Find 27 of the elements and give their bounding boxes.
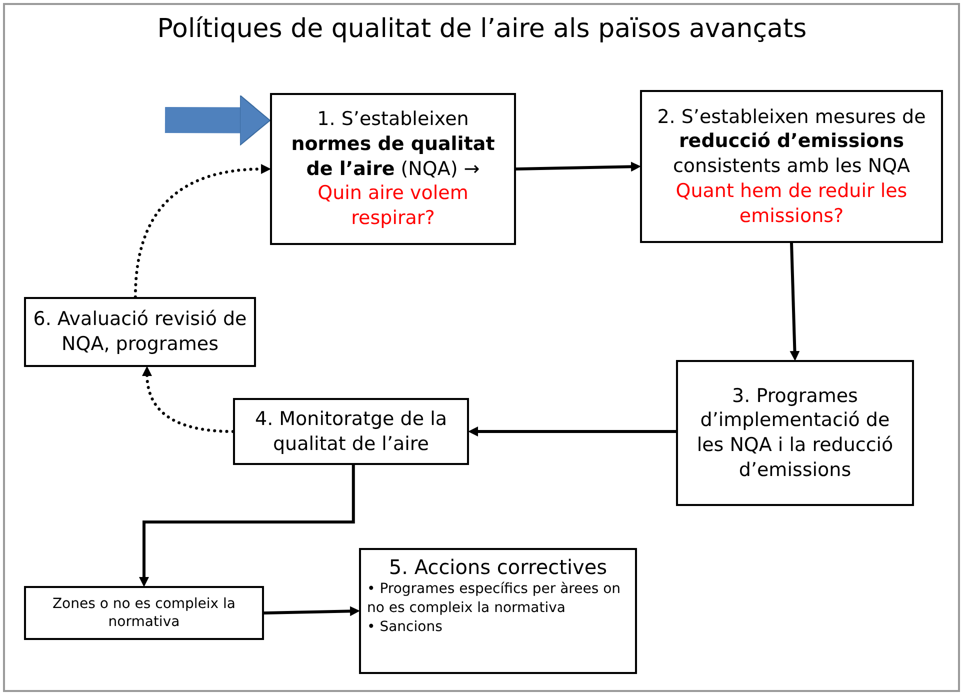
box-heading: 3. Programes d’implementació de les NQA i la reducció d’emissions xyxy=(696,384,894,482)
process-box xyxy=(640,90,943,243)
box-heading: 5. Accions correctives xyxy=(388,554,608,580)
process-box xyxy=(270,93,516,245)
process-box xyxy=(24,297,256,367)
box-heading: 2. S’estableixen mesures de reducció d’emissions consistents amb les NQA xyxy=(656,104,927,179)
arrow xyxy=(468,426,676,436)
bullet-item: • Programes específics per àrees on no es compleix la normativa xyxy=(367,580,622,618)
bullet-item: • Sancions xyxy=(367,618,444,637)
arrow xyxy=(142,366,234,433)
question-text: Quant hem de reduir les emissions? xyxy=(674,178,908,228)
box-heading: 6. Avaluació revisió de NQA, programes xyxy=(32,307,248,357)
process-box xyxy=(676,360,914,506)
block-arrow xyxy=(164,94,270,146)
arrow xyxy=(264,606,360,616)
question-text: Quin aire volem respirar? xyxy=(316,181,470,231)
box-heading: 4. Monitoratge de la qualitat de l’aire xyxy=(254,406,448,456)
process-box xyxy=(233,398,469,465)
arrow xyxy=(134,164,271,298)
diagram-title: Polítiques de qualitat de l’aire als països avançats xyxy=(156,14,808,44)
process-box xyxy=(24,586,264,640)
arrow xyxy=(139,465,355,587)
box-heading: Zones o no es compleix la normativa xyxy=(51,594,237,632)
process-box xyxy=(359,548,637,674)
arrow xyxy=(790,242,800,361)
box-heading: 1. S’estableixen normes de qualitat de l’aire (NQA) → xyxy=(290,107,496,182)
arrow xyxy=(516,162,641,172)
